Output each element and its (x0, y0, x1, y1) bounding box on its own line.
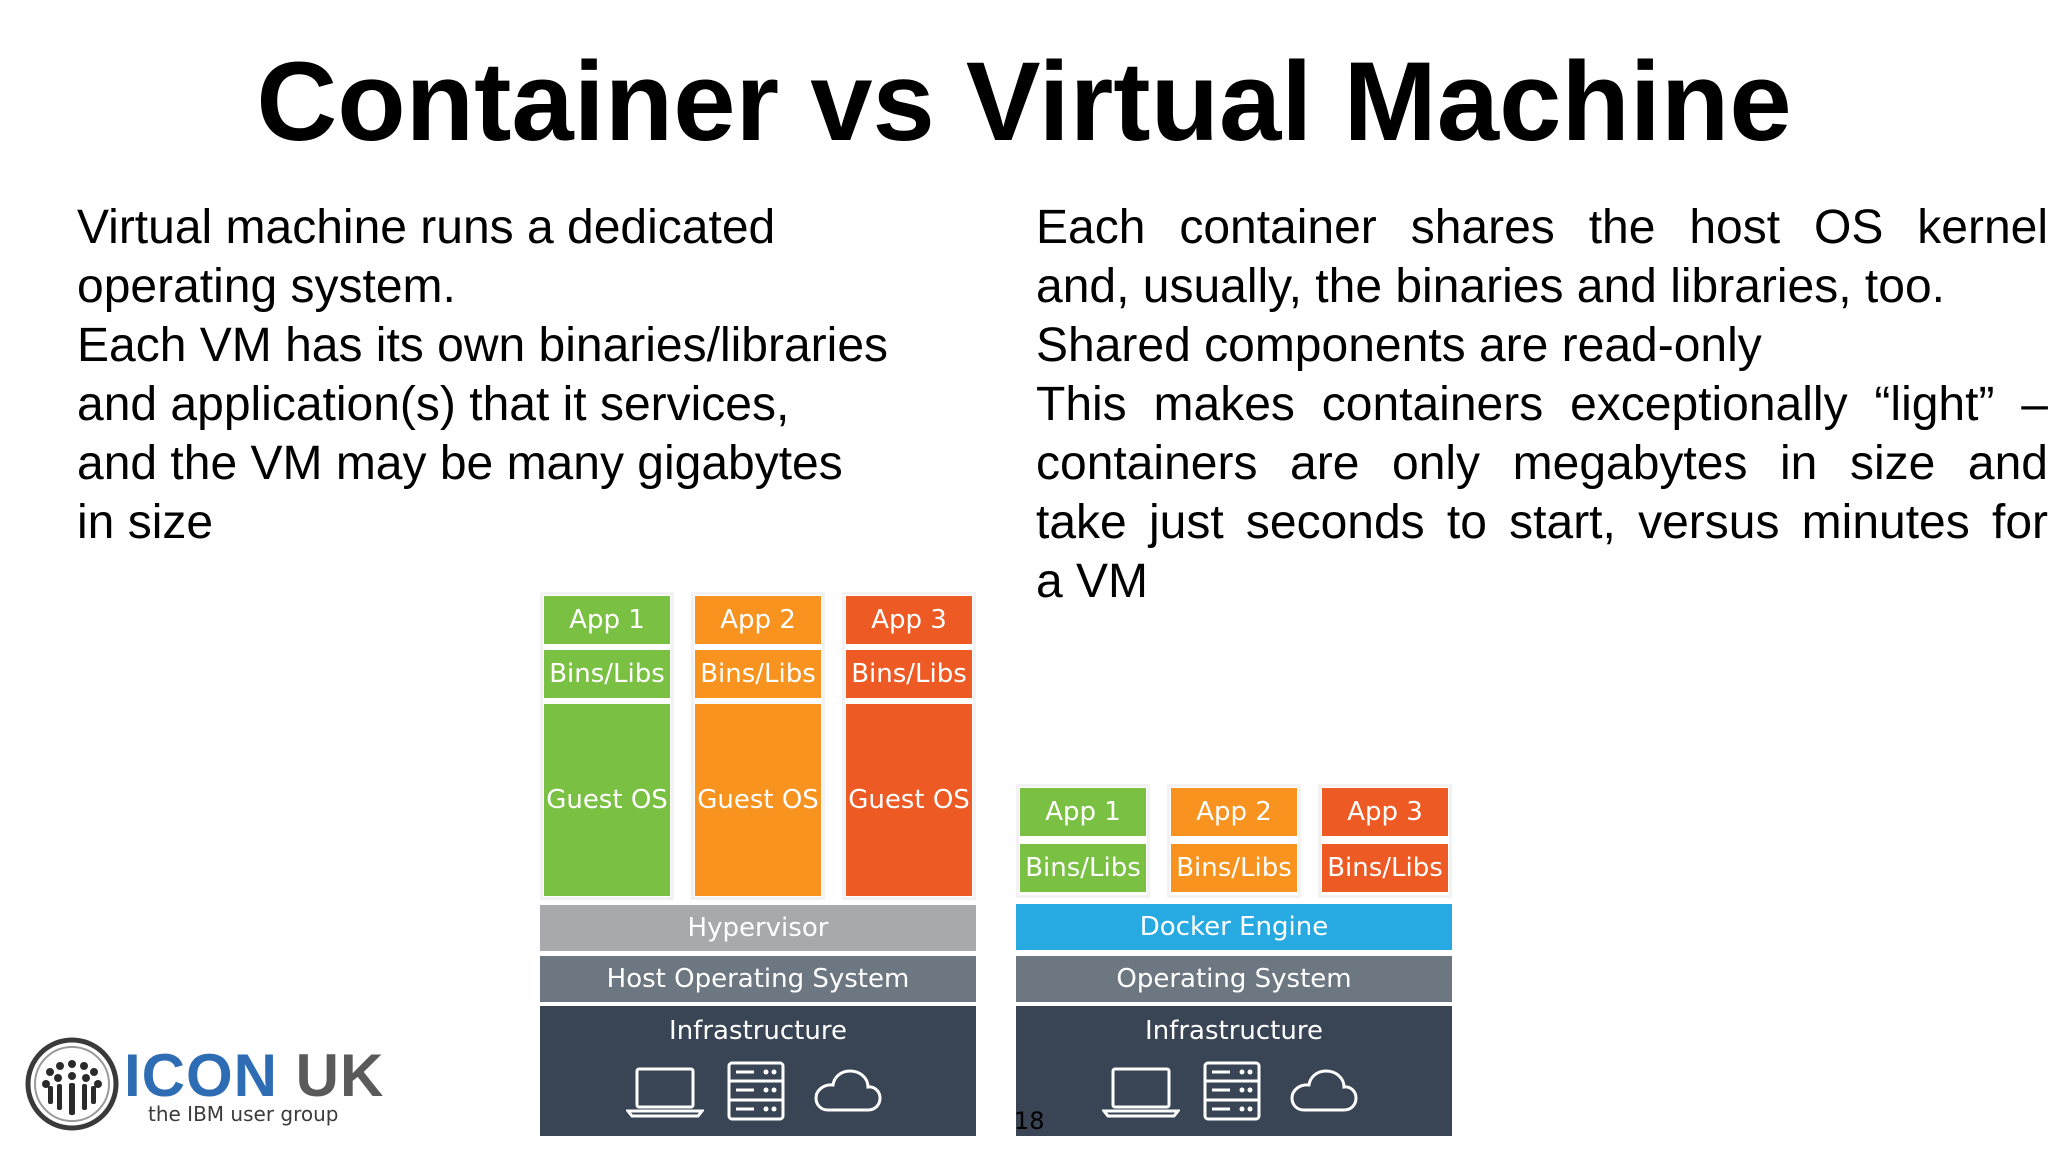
vm-app-2: App 2 (695, 596, 821, 644)
logo-name-icon: ICON (124, 1042, 278, 1109)
vm-text-line: and the VM may be many gigabytes (77, 437, 843, 490)
container-text-line: take just seconds to start, versus minut… (1036, 496, 2048, 549)
container-column-outline (1016, 784, 1150, 898)
laptop-icon (626, 1066, 704, 1118)
docker-engine: Docker Engine (1016, 904, 1452, 950)
vm-app-1: App 1 (544, 596, 670, 644)
logo-name: ICON UK (124, 1044, 384, 1108)
container-text-line: This makes containers exceptionally “lig… (1036, 378, 2048, 431)
vm-bins-libs-2: Bins/Libs (695, 650, 821, 698)
logo-tagline: the IBM user group (148, 1102, 339, 1126)
page-number: 18 (1014, 1107, 1045, 1135)
container-app-3: App 3 (1322, 788, 1448, 836)
vm-text-line: Virtual machine runs a dedicated (77, 201, 776, 254)
logo-name-uk: UK (295, 1042, 385, 1109)
vm-diagram: App 1 Bins/Libs Guest OS App 2 Bins/Libs… (540, 592, 976, 1136)
container-bins-libs-2: Bins/Libs (1171, 844, 1297, 892)
vm-column-outline (540, 592, 674, 900)
container-app-2: App 2 (1171, 788, 1297, 836)
container-text-line: Shared components are read-only (1036, 319, 1762, 372)
vm-guest-os-1: Guest OS (544, 704, 670, 896)
slide-title: Container vs Virtual Machine (256, 39, 1792, 164)
container-column-outline (1318, 784, 1452, 898)
vm-text-line: operating system. (77, 260, 456, 313)
container-text-line: Each container shares the host OS kernel (1036, 201, 2048, 254)
vm-column-outline (842, 592, 976, 900)
vm-column-outline (691, 592, 825, 900)
vm-bins-libs-3: Bins/Libs (846, 650, 972, 698)
vm-description: Virtual machine runs a dedicated operati… (77, 198, 977, 552)
vm-app-3: App 3 (846, 596, 972, 644)
vm-text-line: Each VM has its own binaries/libraries (77, 319, 889, 372)
vm-text-line: and application(s) that it services, (77, 378, 790, 431)
laptop-icon (1102, 1066, 1180, 1118)
container-description: Each container shares the host OS kernel… (1036, 198, 2048, 611)
server-icon (1202, 1060, 1262, 1122)
vm-infrastructure: Infrastructure (540, 1006, 976, 1136)
icon-uk-logo: ICON UK the IBM user group (24, 1036, 383, 1152)
vm-host-os: Host Operating System (540, 956, 976, 1002)
container-infrastructure: Infrastructure (1016, 1006, 1452, 1136)
container-os: Operating System (1016, 956, 1452, 1002)
vm-guest-os-2: Guest OS (695, 704, 821, 896)
vm-infrastructure-label: Infrastructure (669, 1016, 847, 1046)
container-infrastructure-label: Infrastructure (1145, 1016, 1323, 1046)
container-text-line: and, usually, the binaries and libraries… (1036, 260, 1945, 313)
container-bins-libs-3: Bins/Libs (1322, 844, 1448, 892)
container-bins-libs-1: Bins/Libs (1020, 844, 1146, 892)
cloud-icon (812, 1068, 882, 1114)
vm-guest-os-3: Guest OS (846, 704, 972, 896)
container-column-outline (1167, 784, 1301, 898)
container-text-line: a VM (1036, 555, 1149, 608)
vm-bins-libs-1: Bins/Libs (544, 650, 670, 698)
container-text-line: containers are only megabytes in size an… (1036, 437, 2048, 490)
server-icon (726, 1060, 786, 1122)
vm-hypervisor: Hypervisor (540, 905, 976, 951)
container-diagram: App 1 Bins/Libs App 2 Bins/Libs App 3 Bi… (1016, 784, 1452, 1136)
container-app-1: App 1 (1020, 788, 1146, 836)
logo-mark-icon (24, 1036, 120, 1137)
cloud-icon (1288, 1068, 1358, 1114)
vm-text-line: in size (77, 496, 214, 549)
